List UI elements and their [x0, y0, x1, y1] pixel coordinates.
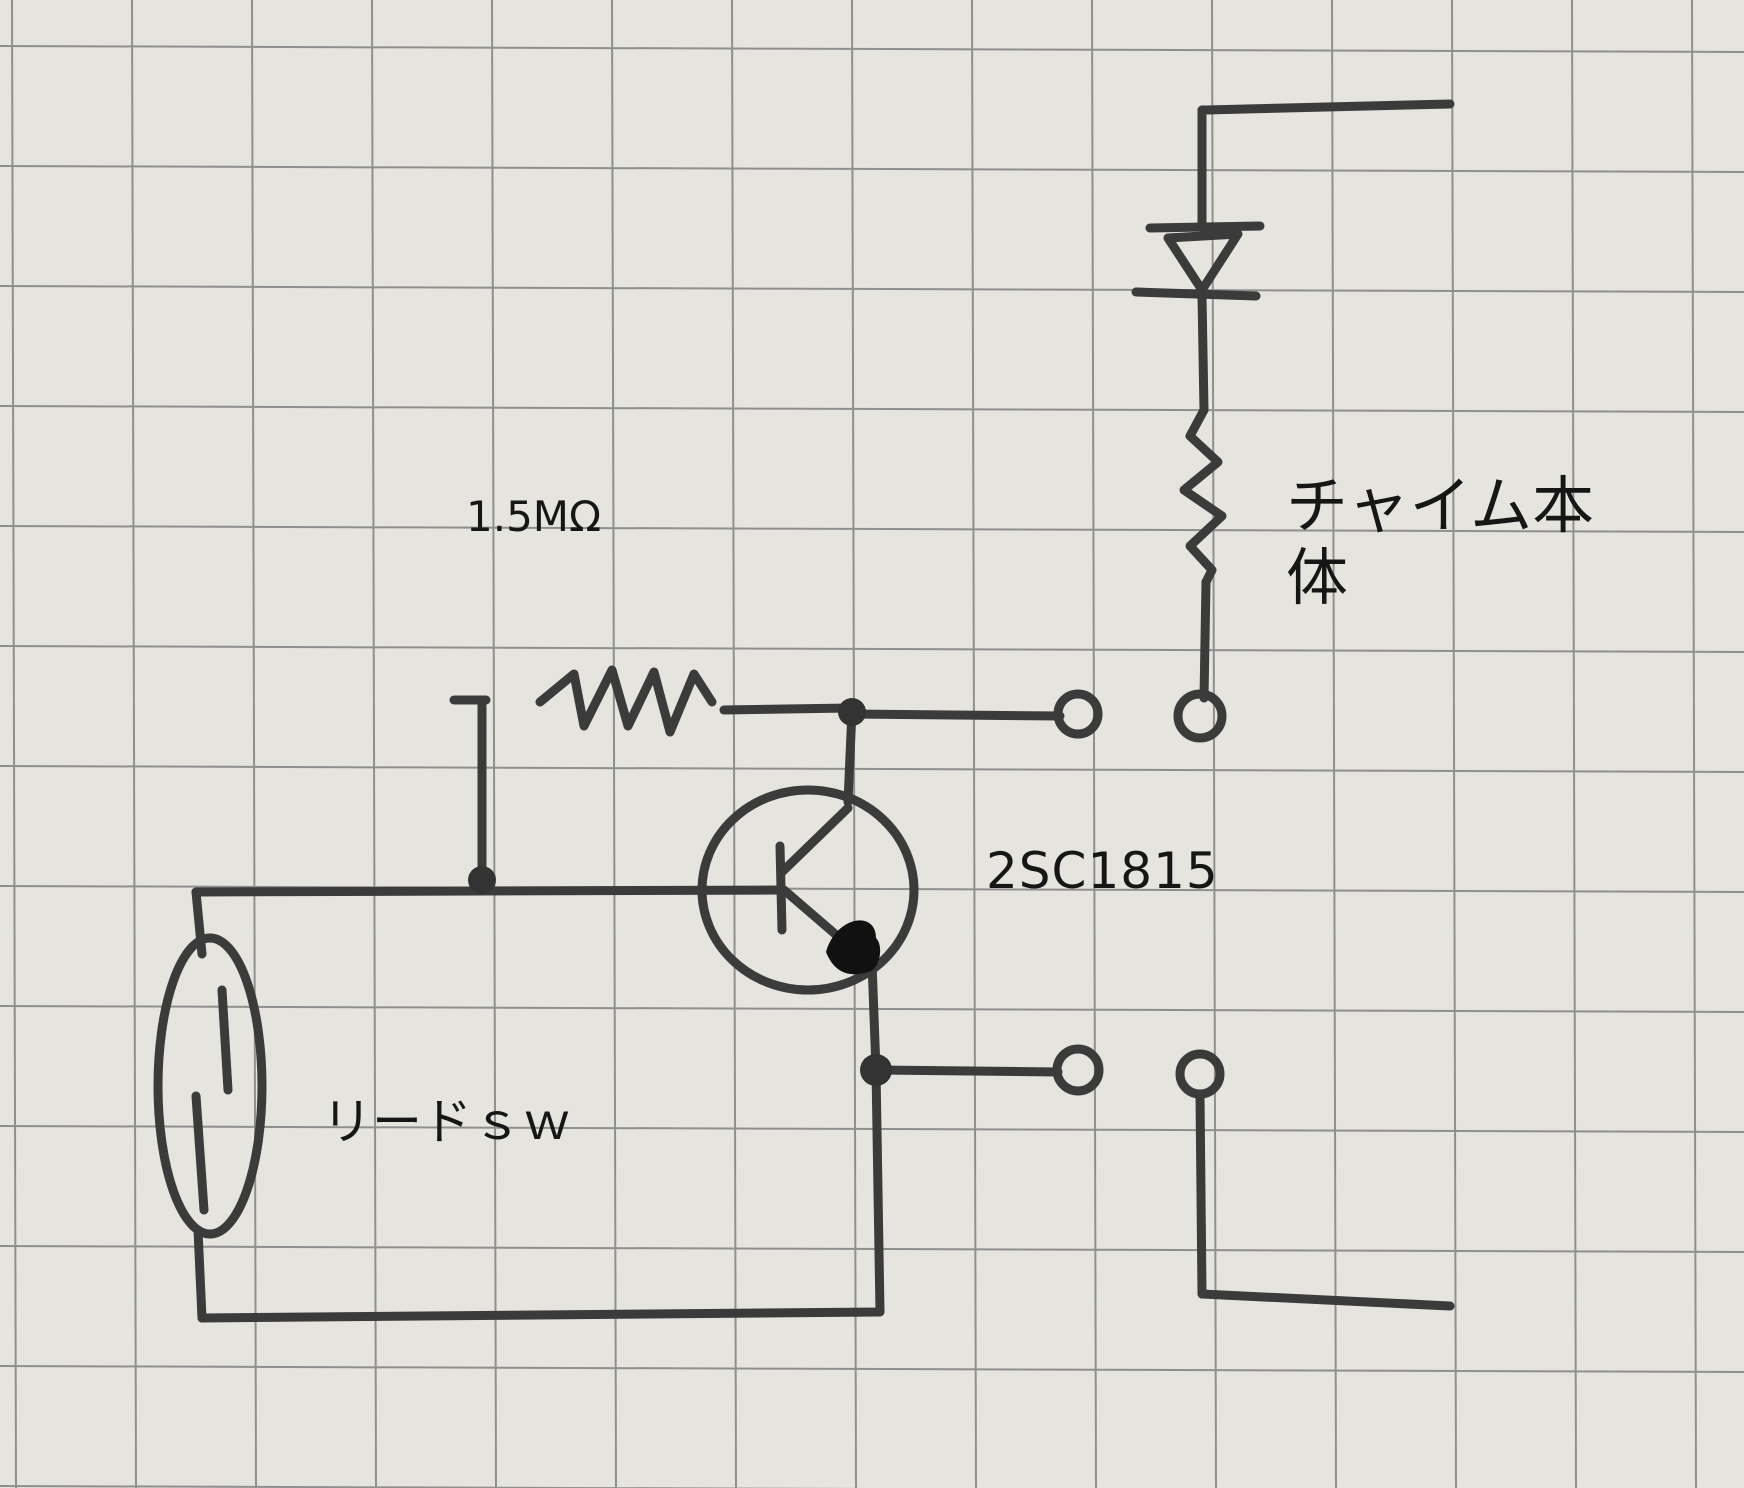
- resistor-value-label: 1.5MΩ: [466, 492, 602, 541]
- wire-resistor-terminal: [1199, 577, 1211, 703]
- transistor-part-label: 2SC1815: [986, 842, 1219, 900]
- wire-collector-terminal: [845, 709, 1065, 721]
- grid-line-horizontal: [0, 405, 1744, 413]
- chime-body-label: チャイム本 体: [1286, 470, 1594, 614]
- terminal-bottom-left: [1052, 1044, 1104, 1096]
- grid-line-vertical: [1691, 0, 1697, 1488]
- grid-line-horizontal: [0, 1485, 873, 1488]
- wire-top-rail: [1197, 99, 1455, 115]
- grid-line-vertical: [611, 0, 617, 1488]
- grid-line-horizontal: [0, 1125, 1744, 1133]
- diode-cathode-bar: [1131, 287, 1261, 301]
- grid-line-vertical: [1451, 0, 1457, 1488]
- bias-resistor-zigzag: [535, 665, 717, 737]
- grid-line-vertical: [1211, 0, 1217, 1488]
- grid-line-horizontal: [0, 525, 1744, 533]
- grid-line-horizontal: [0, 645, 1744, 653]
- grid-line-vertical: [1571, 0, 1577, 1488]
- reed-contact-lower: [191, 1091, 209, 1215]
- wire-resistor-right: [719, 703, 855, 715]
- reed-switch-label: リードｓｗ: [322, 1093, 572, 1151]
- junction-collector-node: [838, 698, 866, 726]
- wire-emitter-down: [867, 957, 881, 1075]
- grid-line-horizontal: [0, 45, 1744, 53]
- diode-bar: [1145, 221, 1265, 233]
- reed-contact-upper: [217, 985, 233, 1095]
- grid-line-vertical: [731, 0, 737, 1488]
- grid-line-horizontal: [0, 165, 1744, 173]
- chime-label-line1: チャイム本: [1286, 469, 1595, 542]
- wire-reed-bottom: [193, 1225, 207, 1323]
- wire-bottom-terminal-down: [1195, 1089, 1207, 1299]
- wire-ground-return: [197, 1065, 885, 1323]
- transistor-collector-leg: [777, 803, 853, 877]
- chime-resistor-zigzag: [1179, 405, 1227, 587]
- grid-line-vertical: [491, 0, 497, 1488]
- wire-diode-resistor: [1197, 291, 1209, 415]
- grid-line-vertical: [11, 0, 17, 1488]
- grid-line-vertical: [131, 0, 137, 1488]
- junction-base-node: [468, 866, 496, 894]
- junction-emitter-node: [860, 1054, 892, 1086]
- grid-line-vertical: [251, 0, 257, 1488]
- transistor-emitter-arrow: [826, 920, 881, 975]
- diode-triangle: [1163, 229, 1243, 295]
- grid-line-horizontal: [0, 765, 1744, 773]
- wire-emitter-terminal: [871, 1065, 1063, 1077]
- grid-line-vertical: [1091, 0, 1097, 1488]
- grid-line-vertical: [371, 0, 377, 1488]
- reed-switch-glass: [153, 933, 267, 1239]
- terminal-top-right: [1173, 689, 1227, 743]
- wire-bottom-rail: [1197, 1289, 1455, 1311]
- grid-line-horizontal: [0, 1245, 1744, 1253]
- grid-line-vertical: [971, 0, 977, 1488]
- grid-line-horizontal: [0, 885, 1744, 893]
- grid-line-vertical: [1331, 0, 1337, 1488]
- chime-label-line2: 体: [1286, 541, 1349, 614]
- grid-line-horizontal: [0, 1365, 1744, 1373]
- grid-line-horizontal: [0, 285, 1744, 293]
- terminal-bottom-right: [1175, 1049, 1225, 1099]
